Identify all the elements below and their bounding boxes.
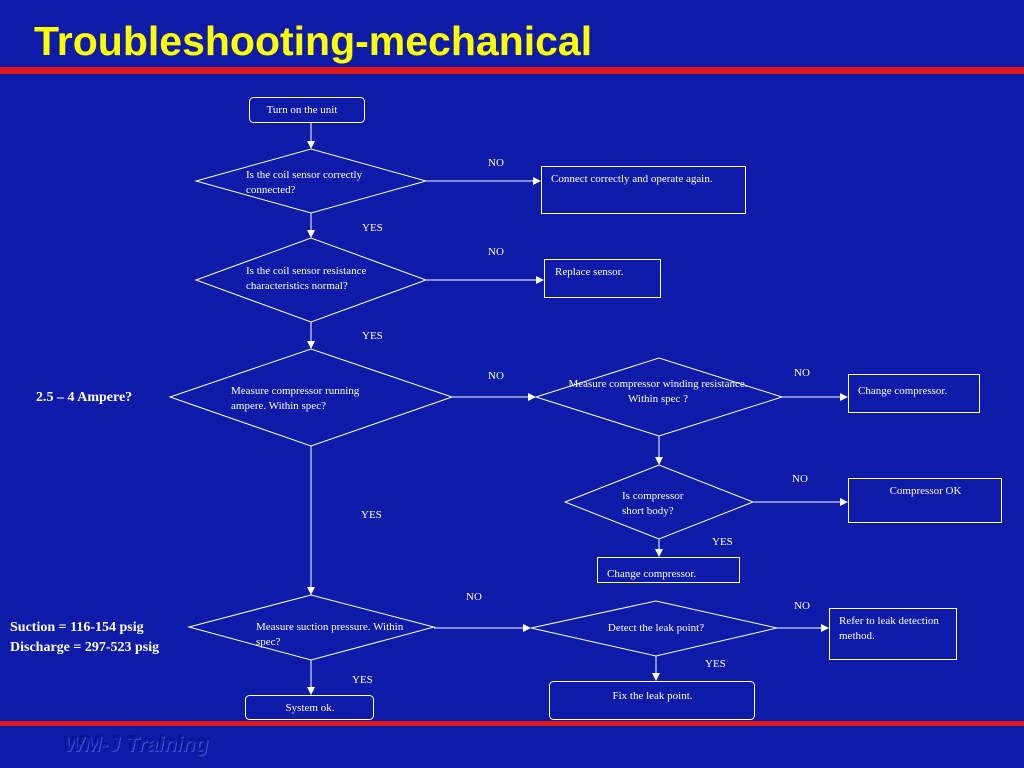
q3-text: Measure compressor running ampere. Withi… [231, 385, 360, 412]
q5-yes-text: Change compressor. [607, 568, 697, 580]
footer-watermark: WM-J Training [64, 733, 209, 756]
discharge-note: Discharge = 297-523 psig [10, 640, 160, 655]
q5-yes-box [597, 557, 740, 583]
q1-text: Is the coil sensor correctly connected? [246, 169, 363, 196]
q4-no-box [848, 374, 980, 413]
q1-no-label: NO [488, 157, 504, 169]
start-box [249, 97, 365, 123]
page-title: Troubleshooting-mechanical [34, 18, 593, 64]
q5-no-label: NO [792, 473, 808, 485]
q2-no-box [544, 259, 661, 298]
q7-yes-text: Fix the leak point. [612, 690, 693, 702]
q2-no-text: Replace sensor. [555, 266, 624, 278]
suction-note: Suction = 116-154 psig [10, 620, 144, 635]
q6-no-label: NO [466, 591, 482, 603]
q1-no-box [541, 166, 746, 214]
q6-yes-text: System ok. [285, 702, 335, 714]
q7-text: Detect the leak point? [607, 622, 705, 634]
q4-text: Measure compressor winding resistance. W… [568, 378, 748, 405]
q5-yes-label: YES [712, 536, 733, 548]
q7-no-text: Refer to leak detection method. [839, 615, 939, 642]
q7-no-label: NO [794, 600, 810, 612]
q3-yes-label: YES [361, 509, 382, 521]
ampere-note: 2.5 – 4 Ampere? [36, 390, 133, 405]
q4-no-text: Change compressor. [858, 385, 948, 397]
q1-yes-label: YES [362, 222, 383, 234]
q6-text: Measure suction pressure. Within spec? [256, 621, 404, 648]
q6-yes-label: YES [352, 674, 373, 686]
top-accent-bar [0, 67, 1024, 74]
q5-text: Is compressor short body? [622, 490, 684, 517]
q6-yes-box [245, 695, 374, 720]
q2-yes-label: YES [362, 330, 383, 342]
bottom-accent-bar [0, 721, 1024, 726]
q1-no-text: Connect correctly and operate again. [551, 173, 713, 185]
q3-no-label: NO [488, 370, 504, 382]
q2-no-label: NO [488, 246, 504, 258]
q2-text: Is the coil sensor resistance characteri… [246, 265, 367, 292]
q5-no-box [848, 478, 1002, 523]
q6-diamond [187, 594, 436, 661]
q4-no-label: NO [794, 367, 810, 379]
q5-no-text: Compressor OK [889, 485, 962, 497]
q7-yes-box [549, 681, 755, 720]
start-text: Turn on the unit [266, 104, 338, 116]
q7-no-box [829, 608, 957, 660]
q7-yes-label: YES [705, 658, 726, 670]
